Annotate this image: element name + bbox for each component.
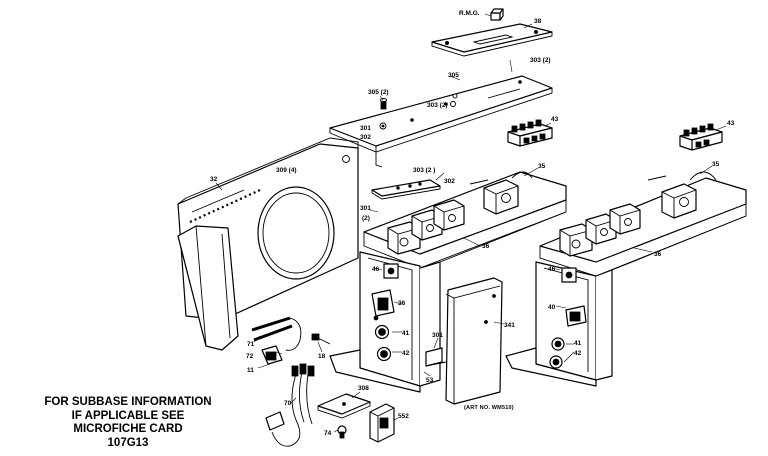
- label-309: 309 (4): [276, 167, 297, 174]
- label-341: 341: [504, 322, 515, 329]
- label-43a: 43: [551, 116, 559, 123]
- art-number: (ART NO. WM510): [464, 405, 514, 411]
- label-46b: 46: [548, 266, 556, 273]
- label-305: 305: [448, 72, 459, 79]
- label-302a: 302: [360, 134, 371, 141]
- label-301b: 301: [360, 205, 371, 212]
- label-303-2b: 303 (2): [427, 102, 448, 109]
- circuit-board: [371, 179, 441, 200]
- small-bracket-center: [425, 347, 447, 367]
- relay-boxes-center: [387, 199, 465, 255]
- leader-lines: [215, 13, 727, 433]
- label-35a: 35: [538, 163, 546, 170]
- panel-screws: [379, 93, 458, 130]
- label-11: 11: [247, 367, 254, 374]
- label-42b: 42: [574, 350, 582, 357]
- label-72: 72: [246, 353, 254, 360]
- power-cord: [265, 363, 315, 447]
- label-303-2a: 303 (2): [530, 57, 551, 64]
- label-552: 552: [398, 413, 409, 420]
- label-42: 42: [402, 350, 410, 357]
- label-36b: 36: [654, 251, 662, 258]
- top-cover-plate: [431, 23, 553, 57]
- label-46: 46: [372, 266, 380, 273]
- screw-74: [337, 425, 347, 439]
- access-cover-panel: [445, 277, 503, 405]
- wiring-parts: [251, 316, 331, 365]
- subbase-note-line-3: MICROFICHE CARD: [73, 423, 183, 435]
- capacitor-box-right: [647, 171, 717, 219]
- label-40: 40: [548, 304, 556, 311]
- left-bracket: [177, 225, 239, 351]
- screw-part: [490, 8, 504, 21]
- label-ref-top: R.M.G.: [459, 10, 480, 17]
- label-303-2c: 303 (2 ): [413, 167, 435, 174]
- subbase-note: FOR SUBBASE INFORMATION IF APPLICABLE SE…: [18, 396, 238, 450]
- right-panel-components: [549, 267, 587, 369]
- label-36c: 36: [398, 300, 406, 307]
- capacitor-box-center: [469, 171, 533, 215]
- label-301c: 301: [432, 332, 443, 339]
- terminal-block-right: [679, 123, 723, 151]
- bracket-552: [369, 403, 395, 443]
- label-70: 70: [284, 400, 292, 407]
- label-301b-qty: (2): [362, 215, 370, 222]
- top-panel: [329, 75, 553, 168]
- center-panel-components: [371, 263, 399, 362]
- label-41: 41: [402, 330, 410, 337]
- label-71: 71: [247, 341, 255, 348]
- label-74: 74: [324, 430, 332, 437]
- label-41b: 41: [574, 340, 582, 347]
- part-number-labels: R.M.G. 38 305 303 (2) 305 (2) 303 (2) 30…: [210, 10, 735, 437]
- label-302b: 302: [444, 178, 455, 185]
- subbase-note-line-2: IF APPLICABLE SEE: [71, 409, 185, 422]
- subbase-note-line-1: FOR SUBBASE INFORMATION: [44, 396, 212, 408]
- mounting-plate: [317, 393, 371, 419]
- label-38: 38: [534, 18, 542, 25]
- label-32: 32: [210, 176, 218, 183]
- label-18: 18: [318, 353, 326, 360]
- subbase-note-line-4: 107G13: [107, 436, 149, 449]
- label-53: 53: [426, 377, 434, 384]
- label-36a: 36: [482, 243, 490, 250]
- label-43b: 43: [727, 120, 735, 127]
- relay-boxes-right: [559, 203, 641, 257]
- label-305-2: 305 (2): [368, 89, 389, 96]
- label-301a: 301: [360, 125, 371, 132]
- label-308: 308: [358, 385, 369, 392]
- terminal-block-center: [507, 119, 553, 147]
- label-35b: 35: [712, 161, 720, 168]
